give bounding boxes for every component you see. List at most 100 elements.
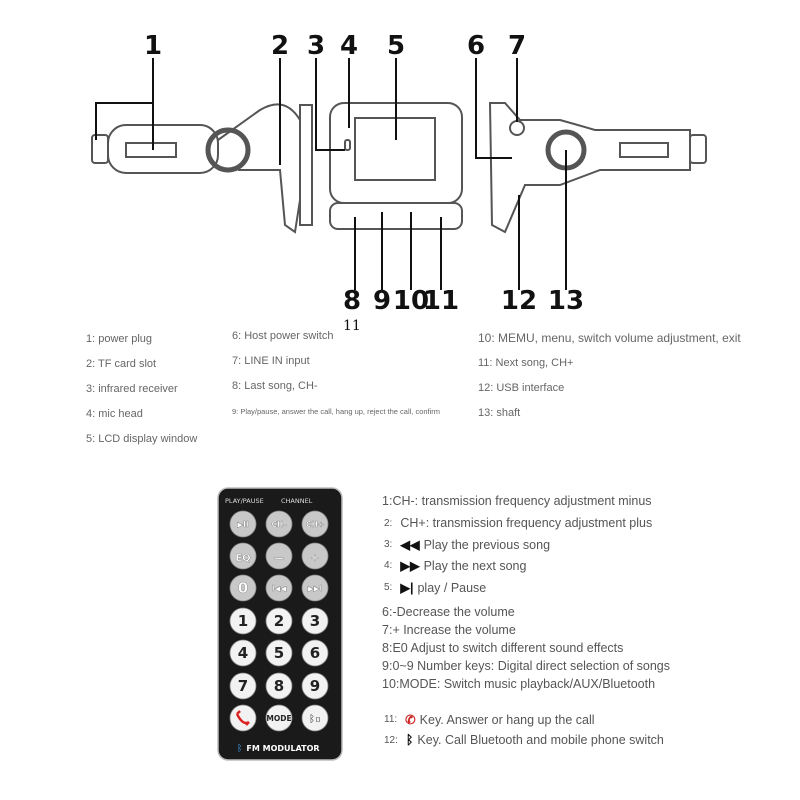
remote-key[interactable]: ▶▶I <box>301 574 329 602</box>
left-plug-window <box>125 142 177 158</box>
remote-key[interactable]: I◀◀ <box>265 574 293 602</box>
callout-10: 10 <box>393 286 429 316</box>
remote-key[interactable]: 7 <box>229 672 257 700</box>
callout-6: 6 <box>467 31 485 61</box>
remote-list-item: 11:✆Key. Answer or hang up the call <box>384 712 595 728</box>
legend-item: 7: LINE IN input <box>232 355 310 367</box>
remote-list-text: 0~9 Number keys: Digital direct selectio… <box>392 659 671 673</box>
left-shaft-knob <box>205 127 251 173</box>
remote-list-item: 7:+ Increase the volume <box>382 623 516 637</box>
remote-key[interactable]: 8 <box>265 672 293 700</box>
legend-item: 9: Play/pause, answer the call, hang up,… <box>232 407 441 416</box>
remote-list-item: 5:▶|play / Pause <box>384 580 486 596</box>
callout-11: 11 <box>423 286 459 316</box>
svg-text:+: + <box>311 553 319 564</box>
left-side-panel <box>299 104 313 226</box>
callout-3: 3 <box>307 31 325 61</box>
phone-icon <box>235 710 250 726</box>
remote-list-prefix: 1: <box>382 494 393 508</box>
right-body <box>488 102 691 234</box>
svg-text:3: 3 <box>310 612 320 630</box>
remote-list-item: 3:◀◀Play the previous song <box>384 537 551 553</box>
remote-key[interactable]: 5 <box>265 639 293 667</box>
callout-2: 2 <box>271 31 289 61</box>
remote-key[interactable]: ᛒ▯ <box>301 704 329 732</box>
right-plug-window <box>619 142 669 158</box>
remote-list-item: 10:MODE: Switch music playback/AUX/Bluet… <box>382 677 655 691</box>
remote-key[interactable]: 9 <box>301 672 329 700</box>
remote-key[interactable]: 1 <box>229 607 257 635</box>
remote-list-text: Key. Answer or hang up the call <box>419 712 595 727</box>
remote-key[interactable]: + <box>301 542 329 570</box>
remote-key[interactable]: MODE <box>265 704 293 732</box>
svg-text:0: 0 <box>238 579 248 597</box>
remote-key[interactable]: 4 <box>229 639 257 667</box>
next-icon: ▶▶ <box>400 559 420 573</box>
remote-header-right: CHANNEL <box>281 497 313 505</box>
legend-item: 10: MEMU, menu, switch volume adjustment… <box>478 331 741 345</box>
remote-footer: FM MODULATOR <box>246 744 319 753</box>
svg-text:CH-: CH- <box>272 520 287 529</box>
bt-switch-icon: ᛒ▯ <box>309 714 321 725</box>
remote-key[interactable]: 2 <box>265 607 293 635</box>
svg-text:8: 8 <box>274 677 284 695</box>
remote-list-prefix: 5: <box>384 582 393 593</box>
remote-list-item: 6:-Decrease the volume <box>382 605 515 619</box>
remote-key[interactable]: ▶II <box>229 510 257 538</box>
remote-list-prefix: 2: <box>384 517 393 529</box>
remote-key[interactable]: 3 <box>301 607 329 635</box>
svg-text:▶▶I: ▶▶I <box>308 584 323 593</box>
right-plug-tip <box>689 134 707 164</box>
remote-list-text: Play the previous song <box>423 537 551 552</box>
svg-text:5: 5 <box>274 644 284 662</box>
legend-item: 1: power plug <box>86 333 153 345</box>
legend-item: 12: USB interface <box>478 382 565 394</box>
remote-key[interactable]: 6 <box>301 639 329 667</box>
svg-text:MODE: MODE <box>266 714 291 723</box>
svg-text:EQ: EQ <box>235 553 250 564</box>
remote-key[interactable]: EQ <box>229 542 257 570</box>
left-plug-tip <box>91 134 109 164</box>
legend-item: 13: shaft <box>478 407 521 419</box>
remote-key[interactable]: 0 <box>229 574 257 602</box>
legend-item: 3: infrared receiver <box>86 383 178 395</box>
remote-list-text: E0 Adjust to switch different sound effe… <box>392 641 624 655</box>
callout-7: 7 <box>508 31 526 61</box>
remote-list-text: + Increase the volume <box>392 623 516 637</box>
remote-list-prefix: 3: <box>384 539 393 550</box>
svg-text:I◀◀: I◀◀ <box>272 584 287 593</box>
remote-list-item: 2:CH+: transmission frequency adjustment… <box>384 516 652 530</box>
callout-8: 8 <box>343 286 361 316</box>
legend-item: 11: Next song, CH+ <box>478 357 574 369</box>
stray-label: 11 <box>343 318 361 334</box>
play-pause-icon: ▶| <box>400 581 414 595</box>
remote-list-prefix: 12: <box>384 734 398 746</box>
callout-4: 4 <box>340 31 358 61</box>
remote-list-prefix: 7: <box>382 623 393 637</box>
svg-text:6: 6 <box>310 644 320 662</box>
remote-list-text: -Decrease the volume <box>392 605 515 619</box>
legend-column-3: 10: MEMU, menu, switch volume adjustment… <box>478 326 741 426</box>
svg-text:4: 4 <box>238 644 248 662</box>
remote-key[interactable]: CH+ <box>301 510 329 538</box>
remote-list-item: 1:CH-: transmission frequency adjustment… <box>382 494 652 508</box>
remote-list-prefix: 8: <box>382 641 393 655</box>
legend-item: 5: LCD display window <box>86 433 198 445</box>
callout-1: 1 <box>144 31 162 61</box>
remote-key[interactable] <box>229 704 257 732</box>
remote-list-item: 8:E0 Adjust to switch different sound ef… <box>382 641 623 655</box>
remote-list-text: Play the next song <box>423 558 527 573</box>
bt-switch-icon: ᛒ <box>405 733 414 747</box>
remote-key[interactable]: — <box>265 542 293 570</box>
callout-12: 12 <box>501 286 537 316</box>
bluetooth-icon: ᛒ <box>237 743 242 753</box>
remote-key[interactable]: CH- <box>265 510 293 538</box>
left-plug-body <box>107 124 219 174</box>
callout-5: 5 <box>387 31 405 61</box>
svg-text:7: 7 <box>238 677 248 695</box>
svg-text:—: — <box>274 553 284 564</box>
legend-item: 4: mic head <box>86 408 143 420</box>
remote-list-prefix: 4: <box>384 560 393 571</box>
